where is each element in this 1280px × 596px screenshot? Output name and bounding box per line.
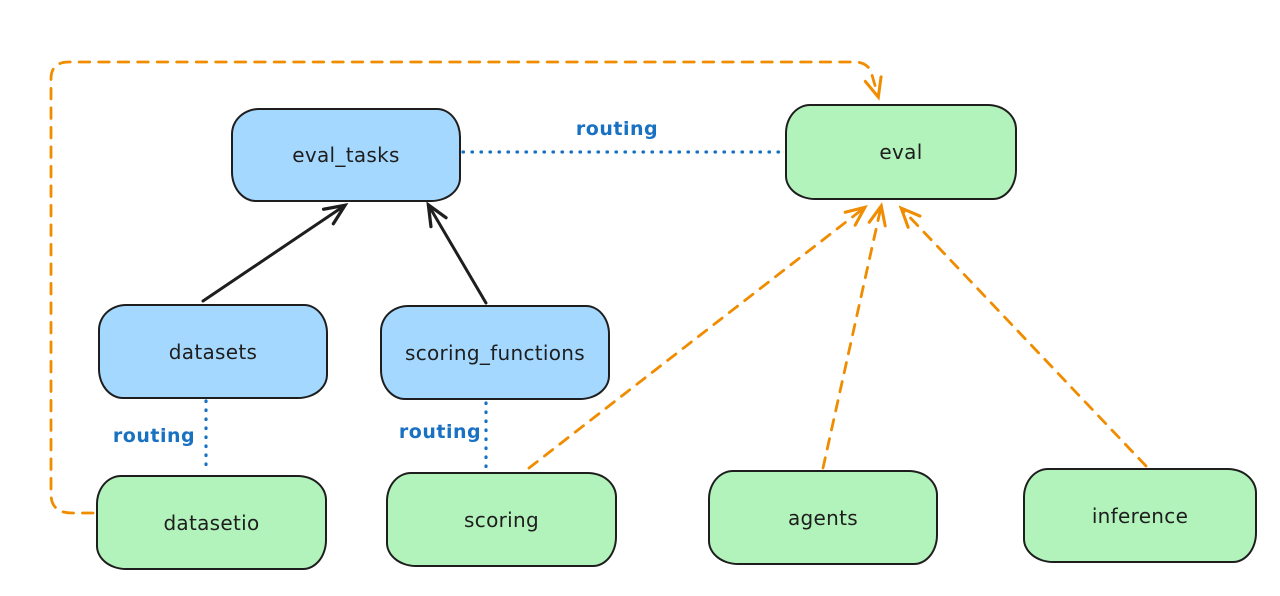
routing-label-datasets-datasetio: routing — [112, 425, 196, 447]
node-agents: agents — [708, 470, 938, 565]
edge-datasets-to-eval-tasks — [201, 203, 349, 303]
node-eval-tasks: eval_tasks — [231, 108, 461, 202]
edge-datasetio-to-eval — [49, 60, 883, 515]
node-eval-tasks-label: eval_tasks — [292, 143, 400, 167]
node-inference: inference — [1023, 468, 1257, 563]
node-inference-label: inference — [1091, 503, 1189, 528]
node-scoring-label: scoring — [464, 507, 539, 532]
edge-inference-to-eval — [898, 205, 1148, 468]
edge-scoring-functions-to-eval-tasks — [426, 201, 488, 305]
edge-agents-to-eval — [821, 202, 887, 470]
node-eval: eval — [785, 104, 1017, 200]
routing-label-scoring-functions-scoring: routing — [398, 421, 482, 443]
node-agents-label: agents — [788, 505, 858, 530]
node-scoring: scoring — [386, 472, 617, 567]
node-scoring-functions: scoring_functions — [380, 305, 610, 400]
node-datasetio-label: datasetio — [163, 510, 260, 535]
routing-label-eval-tasks-eval: routing — [575, 118, 659, 140]
node-datasetio: datasetio — [96, 475, 327, 570]
node-datasets-label: datasets — [168, 339, 258, 364]
node-scoring-functions-label: scoring_functions — [404, 340, 586, 365]
node-datasets: datasets — [98, 304, 328, 399]
node-eval-label: eval — [879, 140, 923, 164]
edge-scoring-to-eval — [527, 204, 868, 470]
